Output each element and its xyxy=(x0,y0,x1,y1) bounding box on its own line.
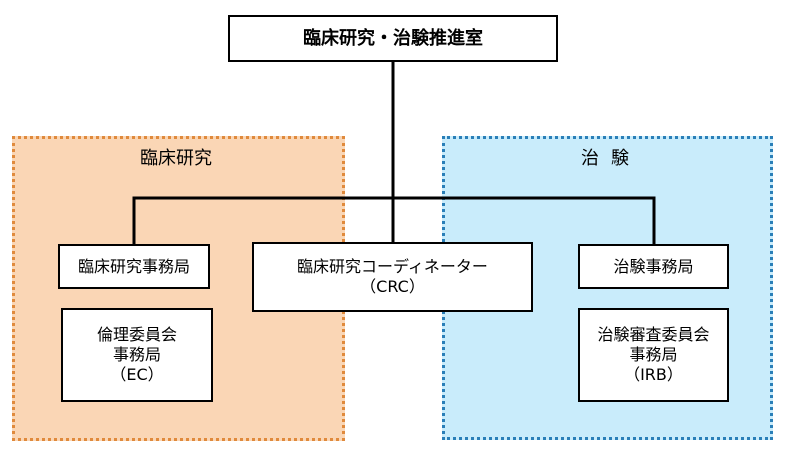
box-ec-line2: 事務局 xyxy=(112,345,161,364)
box-irb: 治験審査委員会 事務局 （IRB） xyxy=(578,308,729,402)
box-crc: 臨床研究コーディネーター （CRC） xyxy=(252,242,533,312)
box-top-office-label: 臨床研究・治験推進室 xyxy=(303,27,483,49)
connector-branch xyxy=(132,196,656,244)
group-label-chiken: 治験 xyxy=(581,148,641,169)
box-chiken-secretariat-label: 治験事務局 xyxy=(613,256,694,276)
box-crc-label: 臨床研究コーディネーター xyxy=(297,257,488,276)
box-rinsho-secretariat-label: 臨床研究事務局 xyxy=(77,256,190,276)
box-irb-line2: 事務局 xyxy=(629,345,678,364)
group-label-rinsho: 臨床研究 xyxy=(140,148,212,169)
box-rinsho-secretariat: 臨床研究事務局 xyxy=(58,244,210,289)
box-ec-abbr: （EC） xyxy=(110,365,164,384)
box-chiken-secretariat: 治験事務局 xyxy=(578,244,729,289)
box-ec: 倫理委員会 事務局 （EC） xyxy=(61,308,213,402)
box-crc-abbr: （CRC） xyxy=(360,277,425,296)
box-ec-line1: 倫理委員会 xyxy=(96,325,177,344)
box-top-office: 臨床研究・治験推進室 xyxy=(228,15,558,62)
box-irb-line1: 治験審査委員会 xyxy=(597,325,710,344)
box-irb-abbr: （IRB） xyxy=(624,365,683,384)
